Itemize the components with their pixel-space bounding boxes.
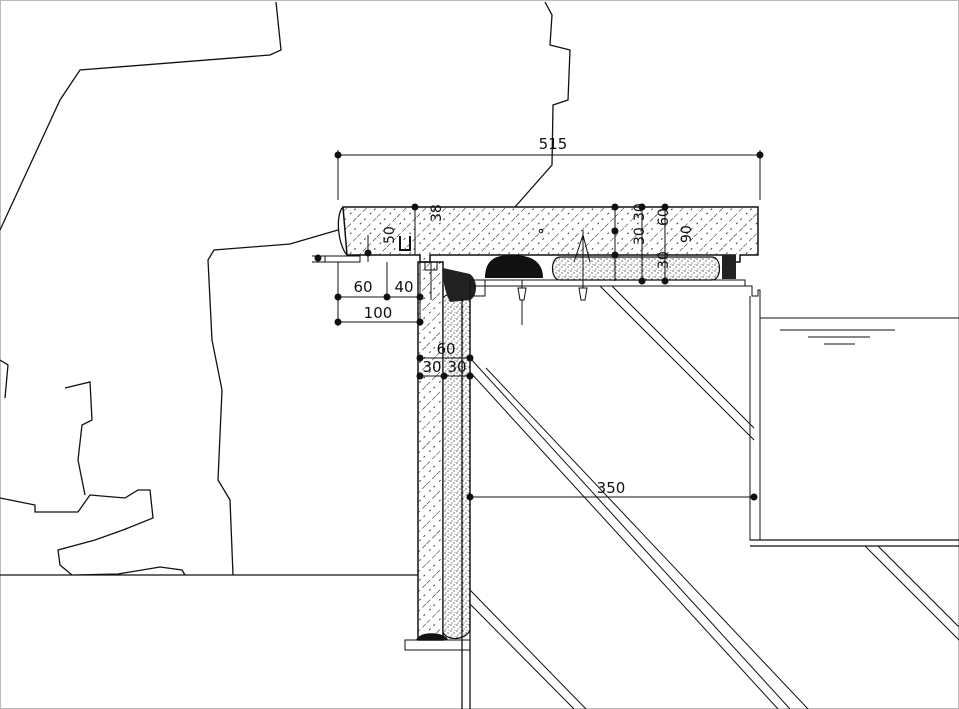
dim-38-label: 38 <box>429 204 445 222</box>
seal-black-corner <box>443 268 476 302</box>
dim-60-label: 60 <box>353 278 372 296</box>
seal-block-right <box>722 255 736 279</box>
dim-top-30c-label: 30 <box>656 251 672 269</box>
small-mark <box>538 228 544 234</box>
pool-wall <box>417 261 444 641</box>
coping-slab <box>342 206 759 263</box>
diagonal-liner-lines <box>469 285 959 709</box>
liner-top-profile <box>469 279 746 300</box>
dim-top-60-label: 60 <box>656 208 672 226</box>
dim-50-label: 50 <box>382 226 398 244</box>
edge-profile <box>738 285 761 541</box>
slab-nose <box>337 206 348 256</box>
dim-100-label: 100 <box>364 304 393 322</box>
fixing-node <box>314 254 322 262</box>
bottom-plate <box>404 639 471 651</box>
ground-outline <box>0 1 571 576</box>
dim-wall-30a-label: 30 <box>422 358 441 376</box>
dim-wall-30b-label: 30 <box>447 358 466 376</box>
dim-350-label: 350 <box>597 479 626 497</box>
anchor-fixings <box>424 230 591 325</box>
dimension-nodes <box>334 151 764 501</box>
dim-515-label: 515 <box>539 135 568 153</box>
water-surface <box>760 317 959 345</box>
dim-40-label: 40 <box>394 278 413 296</box>
dim-top-30a-label: 30 <box>632 203 648 221</box>
seal-black-top <box>485 255 543 278</box>
dim-top-30b-label: 30 <box>632 227 648 245</box>
drip-channel <box>399 236 411 251</box>
basin-bottom <box>750 539 959 547</box>
side-fixing <box>312 255 361 263</box>
seal-black-bottom <box>416 633 448 640</box>
dim-top-90-label: 90 <box>679 225 695 243</box>
top-insulation <box>551 256 721 281</box>
dim-wall-60-label: 60 <box>436 340 455 358</box>
